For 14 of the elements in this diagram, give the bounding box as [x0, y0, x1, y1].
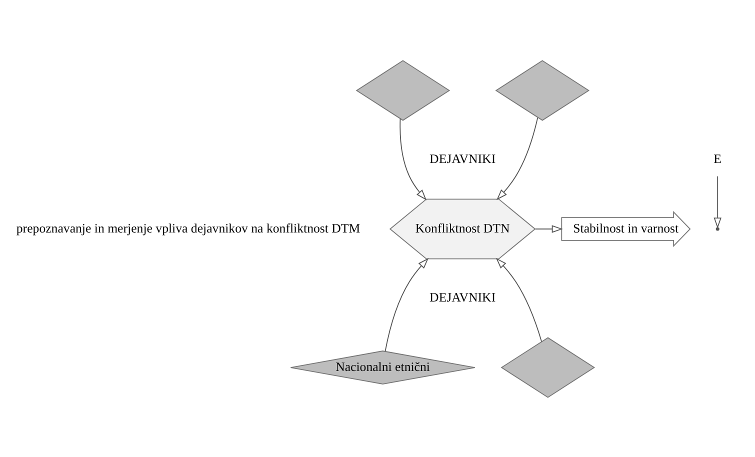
node-diamond: [356, 60, 450, 120]
label: DEJAVNIKI: [430, 152, 496, 166]
arrow: [496, 116, 538, 200]
arrow: [496, 257, 542, 342]
label: DEJAVNIKI: [430, 290, 496, 304]
node-diamond: [495, 60, 590, 120]
arrow: [384, 257, 429, 352]
node-text: E: [714, 152, 722, 166]
arrow: [400, 118, 427, 200]
arrow: [534, 224, 563, 232]
node-diamond: Nacionalni etnični: [290, 350, 476, 384]
arrow: [714, 175, 722, 228]
node-diamond: [500, 336, 596, 398]
label: prepoznavanje in merjenje vpliva dejavnikov na konfliktnost DTM: [16, 220, 360, 235]
